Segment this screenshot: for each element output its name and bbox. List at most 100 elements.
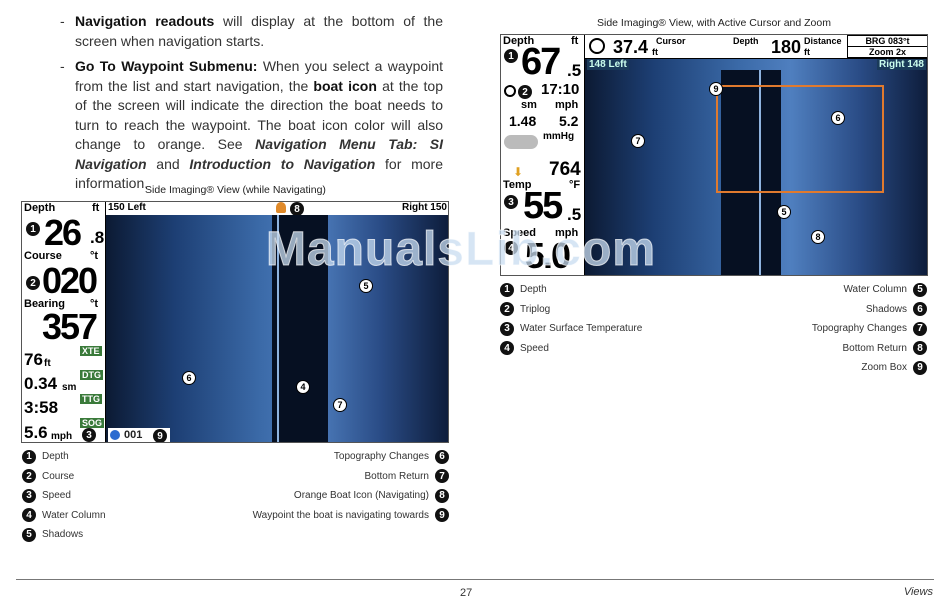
temp-decimal: .5 [567, 205, 582, 224]
callout-2: 2 [26, 276, 40, 290]
center-line [277, 215, 279, 442]
mph-value: 5.2 [559, 113, 579, 129]
zoom-box[interactable] [716, 85, 884, 193]
callout-1: 1 [504, 49, 518, 63]
bearing-value: 357 [42, 306, 98, 347]
range-right-label: Right 150 [401, 202, 447, 213]
cursor-readout-bar: 37.4 Cursor ft Depth 180 Distance ft BRG… [585, 35, 927, 59]
depth-label: Depth [24, 202, 56, 214]
range-right-label: Right 148 [876, 59, 926, 70]
depth-unit: ft [92, 202, 100, 214]
dtg-value: 0.34 [24, 374, 58, 393]
callout-7: 7 [631, 134, 645, 148]
callout-9: 9 [153, 429, 167, 442]
speed-value: 5.0 [525, 235, 571, 276]
left-sonar-screen: Depth ft 1 26 .8 Course °t 2 020 Bearing… [21, 201, 449, 443]
body-text: - Navigation readouts will display at th… [60, 12, 443, 200]
distance-value: 180 [771, 37, 802, 57]
speed-unit: mph [555, 227, 579, 239]
dtg-unit: sm [62, 382, 77, 393]
speed-label: Speed [503, 227, 537, 239]
bullet-navigation-readouts: - Navigation readouts will display at th… [60, 13, 443, 49]
xte-unit: ft [44, 358, 51, 369]
depth-decimal: .8 [90, 228, 105, 247]
callout-4: 4 [504, 241, 518, 255]
depth-value: 26 [44, 212, 82, 253]
right-sonar-screen: Depth ft 1 6 7 .5 2 17:10 sm mph 1.48 5.2… [500, 34, 928, 276]
page-number: 27 [460, 587, 473, 599]
bearing-unit: °t [90, 298, 99, 310]
cursor-value: 37.4 [613, 37, 649, 57]
callout-9: 9 [709, 82, 723, 96]
distance-unit: ft [804, 47, 810, 57]
callout-3: 3 [504, 195, 518, 209]
temp-value: 55 [523, 185, 563, 227]
boat-icon [276, 202, 286, 213]
depth-decimal: .5 [567, 61, 582, 80]
callout-6: 6 [182, 371, 196, 385]
clock-icon [504, 85, 516, 97]
triplog-time: 17:10 [541, 81, 580, 98]
temp-label: Temp [503, 179, 532, 191]
left-figure-caption: Side Imaging® View (while Navigating) [145, 184, 326, 196]
right-range-bar: 148 Left Right 148 [585, 59, 927, 70]
cursor-label: Cursor [656, 36, 686, 46]
crosshair-icon [589, 38, 605, 54]
course-value: 020 [42, 260, 98, 301]
sog-tag: SOG [80, 418, 105, 428]
right-figure-caption: Side Imaging® View, with Active Cursor a… [597, 17, 831, 29]
temp-unit: °F [569, 179, 581, 191]
mph-label: mph [555, 99, 579, 111]
callout-2: 2 [518, 85, 532, 99]
watermark: ManualsLib.com [265, 223, 657, 277]
depth-label-top: Depth [733, 36, 759, 46]
callout-6: 6 [831, 111, 845, 125]
callout-4: 4 [296, 380, 310, 394]
pressure-value: 764 [549, 159, 581, 180]
dtg-tag: DTG [80, 370, 103, 380]
waypoint-icon [110, 430, 120, 440]
footer-divider [16, 579, 934, 580]
ttg-value: 3:58 [24, 398, 59, 417]
left-readout-panel: Depth ft 1 26 .8 Course °t 2 020 Bearing… [22, 202, 106, 442]
bearing-label: Bearing [24, 298, 65, 310]
sm-value: 1.48 [509, 113, 537, 129]
sog-unit: mph [51, 431, 73, 442]
callout-1: 1 [26, 222, 40, 236]
right-water-column [721, 70, 781, 275]
pressure-arrow-icon: ⬇ [513, 165, 524, 179]
waypoint-label: 001 [124, 429, 143, 441]
left-water-column [272, 215, 328, 442]
pressure-unit: mmHg [543, 131, 575, 142]
range-left-label: 150 Left [108, 202, 146, 213]
callout-5: 5 [359, 279, 373, 293]
weather-icon [504, 135, 538, 149]
course-unit: °t [90, 250, 99, 262]
sm-label: sm [521, 99, 537, 111]
right-readout-panel: Depth ft 1 67 .5 2 17:10 sm mph 1.48 5.2… [501, 35, 585, 276]
callout-8: 8 [290, 202, 304, 216]
zoom-level: Zoom 2x [847, 46, 927, 58]
xte-value: 76 [24, 350, 43, 369]
course-label: Course [24, 250, 62, 262]
legend-item: Orange Boat Icon (Navigating)8 [222, 486, 449, 506]
callout-7: 7 [333, 398, 347, 412]
